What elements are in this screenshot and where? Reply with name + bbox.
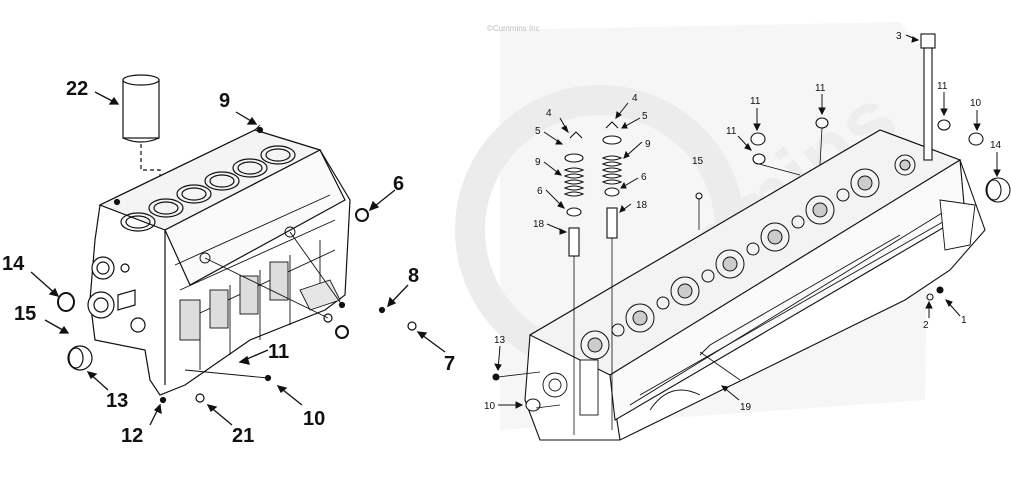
left-callout-arrows (30, 91, 446, 426)
head-leaders (497, 127, 823, 409)
callout-label: 18 (533, 219, 545, 230)
callout-label: 10 (484, 401, 496, 412)
callout-label: 5 (642, 111, 648, 122)
block-front-face (87, 256, 146, 333)
callout-label: 1 (961, 315, 967, 326)
callout-label: 10 (303, 408, 325, 430)
callout-label: 15 (14, 303, 36, 325)
callout-label: 10 (970, 98, 982, 109)
callout-label: 14 (990, 140, 1002, 151)
callout-label: 11 (268, 341, 289, 363)
engine-block-drawing (57, 74, 417, 404)
callout-label: 4 (632, 93, 638, 104)
callout-label: 9 (219, 90, 230, 112)
callout-label: 21 (232, 425, 254, 447)
cylinder-bores (120, 145, 296, 232)
callout-label: 6 (641, 172, 647, 183)
callout-label: 3 (896, 31, 902, 42)
copyright-notice: ©Cummins Inc (487, 24, 540, 33)
callout-label: 4 (546, 108, 552, 119)
callout-label: 13 (494, 335, 506, 346)
valve-bosses (580, 154, 916, 360)
callout-label: 11 (726, 126, 737, 137)
callout-label: 12 (121, 425, 143, 447)
callout-label: 8 (408, 265, 419, 287)
callout-label: 18 (636, 200, 648, 211)
part-leaders (184, 124, 343, 379)
right-callout-arrows (494, 34, 1001, 409)
valve-stack-right (601, 121, 623, 430)
callout-label: 11 (937, 81, 948, 92)
callout-label: 11 (815, 83, 826, 94)
callout-label: 15 (692, 156, 704, 167)
callout-label: 7 (444, 353, 455, 375)
left-callout-labels: 22 9 6 14 15 8 7 13 11 12 21 10 (2, 78, 455, 447)
callout-label: 13 (106, 390, 128, 412)
callout-label: 22 (66, 78, 88, 100)
callout-label: 2 (923, 320, 929, 331)
callout-label: 6 (393, 173, 404, 195)
head-side-detail (542, 199, 976, 416)
cylinder-head-drawing (492, 33, 1011, 441)
liner-leader (140, 144, 161, 205)
callout-label: 14 (2, 253, 25, 275)
valve-stack-left (563, 131, 585, 435)
callout-label: 11 (750, 96, 761, 107)
right-callout-labels: 3 4 4 5 5 9 9 6 6 18 18 15 11 11 11 11 1… (484, 31, 1002, 413)
callout-label: 19 (740, 402, 752, 413)
callout-label: 9 (535, 157, 541, 168)
cylinder-liner-part (122, 74, 160, 143)
engine-block-body (89, 129, 351, 396)
head-small-parts (492, 117, 1011, 412)
callout-label: 9 (645, 139, 651, 150)
head-bolt-part (920, 33, 936, 161)
callout-label: 6 (537, 186, 543, 197)
callout-label: 5 (535, 126, 541, 137)
